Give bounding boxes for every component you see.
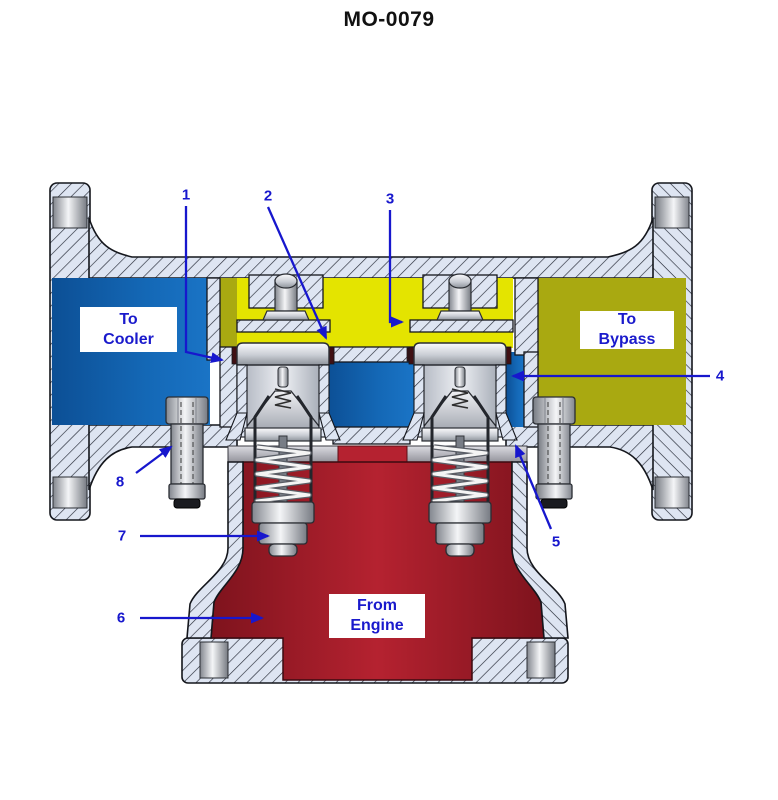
leader-5 (514, 444, 553, 530)
callout-arrows (135, 206, 710, 624)
callout-number-3: 3 (385, 190, 395, 208)
hex-bolt-left (165, 396, 209, 509)
leader-8 (135, 445, 173, 474)
callout-number-7: 7 (117, 527, 127, 545)
bottom-flange-bolt-right (526, 641, 556, 679)
casting-wall-left (186, 461, 244, 639)
callout-number-6: 6 (116, 609, 126, 627)
callout-number-2: 2 (263, 187, 273, 205)
from-engine-line1: From (357, 597, 397, 614)
callout-number-4: 4 (715, 367, 725, 385)
pipe-bottom-wall-left (88, 424, 238, 491)
figure-id-title: MO-0079 (343, 8, 435, 31)
internal-walls (206, 274, 539, 445)
to-cooler-label: To Cooler (80, 307, 177, 352)
center-coolant-pocket (327, 360, 414, 427)
callout-number-8: 8 (115, 473, 125, 491)
to-cooler-line1: To (119, 310, 138, 328)
from-engine-line2: Engine (350, 617, 404, 634)
cover-stud-left (262, 273, 310, 321)
valve-seat-plates (236, 319, 514, 333)
leader-2 (266, 206, 328, 340)
pipe-top-wall (88, 217, 654, 279)
bottom-flange-bolt-left (199, 641, 229, 679)
callout-number-1: 1 (181, 186, 191, 204)
thermostat-assembly-left (225, 342, 341, 557)
leader-1 (184, 206, 224, 363)
to-cooler-line2: Cooler (103, 330, 154, 348)
hex-bolt-right (532, 396, 576, 509)
pipe-bottom-wall-right (505, 424, 654, 491)
callout-number-5: 5 (551, 533, 561, 551)
leader-3 (388, 210, 404, 328)
center-bridge-seat (326, 346, 415, 363)
bypass-pocket-left (220, 278, 237, 347)
to-bypass-line2: Bypass (598, 331, 656, 348)
from-engine-label: From Engine (329, 594, 425, 638)
to-bypass-line1: To (617, 311, 637, 328)
to-bypass-label: To Bypass (580, 311, 674, 349)
center-red-port (337, 445, 408, 463)
